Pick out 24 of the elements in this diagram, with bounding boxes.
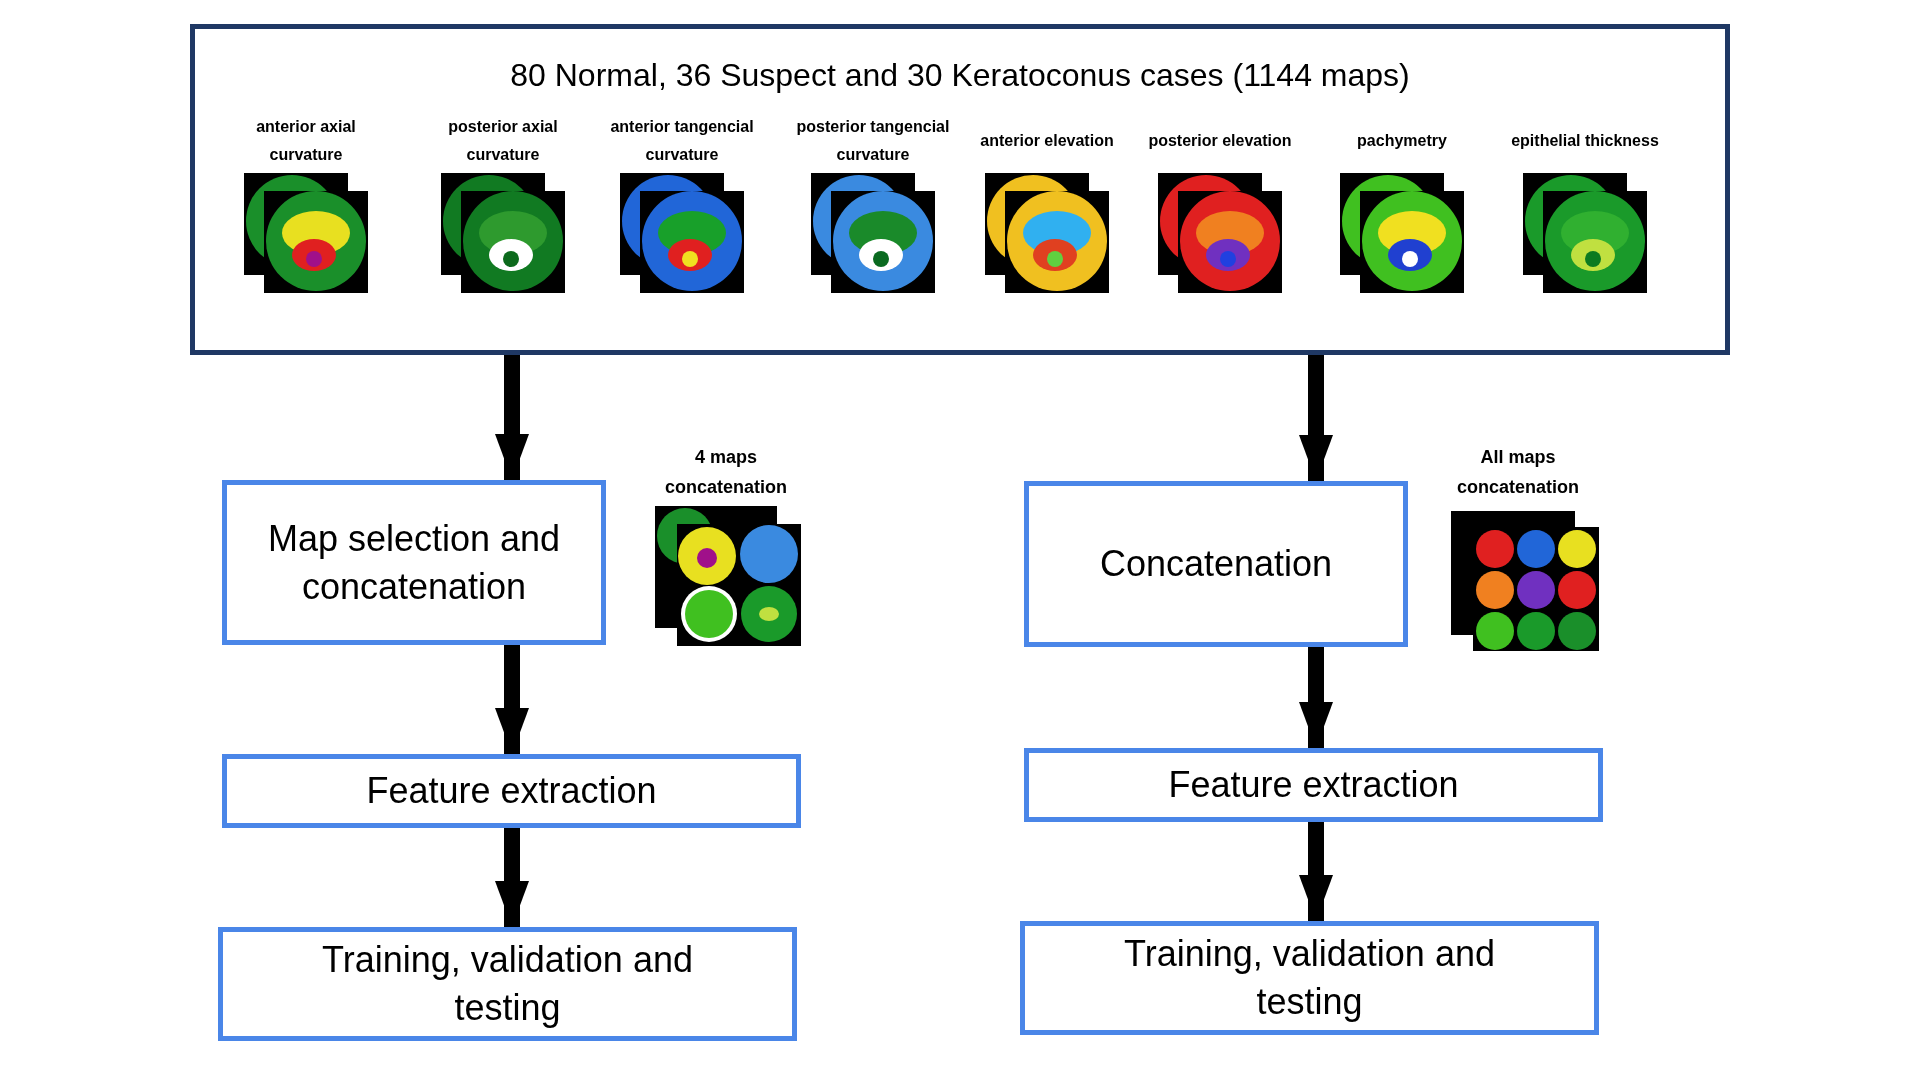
map-label: anterior elevation bbox=[979, 131, 1115, 151]
map-label: anterior tangencial curvature bbox=[609, 117, 755, 165]
arrow bbox=[495, 645, 529, 754]
process-box: Map selection and concatenation bbox=[222, 480, 606, 645]
arrow bbox=[1299, 355, 1333, 481]
map-label: posterior tangencial curvature bbox=[795, 117, 951, 165]
process-box: Concatenation bbox=[1024, 481, 1408, 647]
arrow bbox=[495, 355, 529, 480]
caption-text: 4 maps concatenation bbox=[664, 446, 788, 499]
caption-text: All maps concatenation bbox=[1456, 446, 1580, 499]
title-text: 80 Normal, 36 Suspect and 30 Keratoconus cases (1144 maps) bbox=[509, 56, 1411, 95]
map-label: posterior elevation bbox=[1147, 131, 1293, 151]
map-label: posterior axial curvature bbox=[447, 117, 559, 165]
map-label: pachymetry bbox=[1356, 131, 1448, 151]
process-box: Training, validation and testing bbox=[218, 927, 797, 1041]
panel bbox=[190, 24, 1730, 355]
map-label: anterior axial curvature bbox=[255, 117, 357, 165]
process-box: Feature extraction bbox=[222, 754, 801, 828]
arrow bbox=[1299, 822, 1333, 921]
process-box: Training, validation and testing bbox=[1020, 921, 1599, 1035]
map-label: epithelial thickness bbox=[1510, 131, 1660, 151]
arrow bbox=[1299, 647, 1333, 748]
arrow bbox=[495, 828, 529, 927]
process-box: Feature extraction bbox=[1024, 748, 1603, 822]
